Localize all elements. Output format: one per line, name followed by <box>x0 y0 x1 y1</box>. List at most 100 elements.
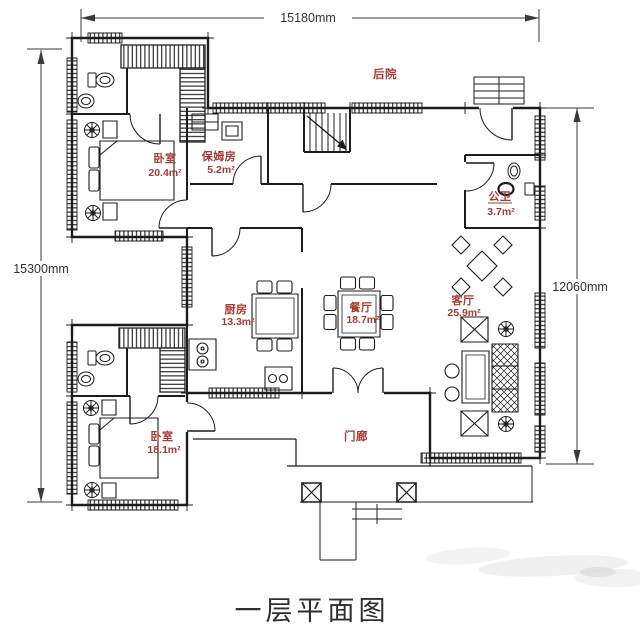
plant-icon <box>83 481 101 499</box>
door <box>233 156 261 184</box>
room-label-porch: 门廊 <box>344 429 368 443</box>
sofa <box>492 344 518 412</box>
door <box>130 114 160 144</box>
stairs <box>307 113 347 152</box>
window-icon <box>88 500 178 510</box>
back-door <box>480 108 512 140</box>
room-area-living: 25.9m² <box>447 307 481 319</box>
plant-icon <box>497 320 515 338</box>
stool <box>445 364 459 378</box>
room-area-nanny: 5.2m² <box>207 164 235 176</box>
arrow-down-icon <box>573 450 581 464</box>
chair <box>341 338 356 350</box>
arrow-left-icon <box>81 14 95 22</box>
tick-marks <box>66 32 546 511</box>
chair <box>452 278 470 296</box>
nanny-room-furniture <box>192 114 242 140</box>
window-icon <box>182 247 192 307</box>
kitchen-fixtures <box>189 281 298 390</box>
window-icon <box>67 120 77 230</box>
window-icon <box>67 402 77 494</box>
chair <box>341 277 356 289</box>
arrow-up-icon <box>37 50 45 64</box>
coffee-table <box>462 351 489 403</box>
chair <box>257 339 272 351</box>
door <box>212 228 240 256</box>
plant-icon <box>84 204 102 222</box>
chair <box>360 277 375 289</box>
chair <box>494 236 512 254</box>
window-icon <box>535 186 545 220</box>
room-label-kitchen: 厨房 <box>225 302 248 316</box>
dim-top-label: 15180mm <box>280 11 336 25</box>
arrow-down-icon <box>37 488 45 502</box>
room-area-bedroom2: 18.1m² <box>147 444 181 456</box>
room-area-bedroom1: 20.4m² <box>148 167 182 179</box>
doors <box>130 108 512 431</box>
bathroom-fixtures <box>78 73 534 386</box>
window-icon <box>352 103 422 113</box>
chair <box>277 339 292 351</box>
side-table <box>461 411 488 436</box>
double-entry-door <box>333 368 383 393</box>
sink-icon <box>78 94 94 108</box>
room-area-bathroom: 3.7m² <box>487 206 515 218</box>
interior-walls <box>72 68 540 396</box>
arrow-up-icon <box>573 108 581 122</box>
nightstand <box>103 203 117 220</box>
window-icon <box>88 33 122 43</box>
plan-title: 一层平面图 <box>235 596 390 626</box>
chair <box>360 338 375 350</box>
door <box>303 184 331 212</box>
nightstand <box>103 121 117 138</box>
door <box>187 403 215 431</box>
room-label-bedroom2: 卧室 <box>151 429 174 443</box>
plant-icon <box>82 399 100 417</box>
wardrobe <box>121 45 205 68</box>
porch-column <box>302 483 321 502</box>
chair <box>277 281 292 293</box>
door <box>159 200 187 228</box>
round-table-set <box>452 236 512 296</box>
window-icon <box>209 388 279 398</box>
room-label-dining: 餐厅 <box>349 300 373 314</box>
wardrobe <box>180 68 205 142</box>
room-label-nanny: 保姆房 <box>201 149 237 163</box>
sink-icon <box>508 163 520 179</box>
stair-direction-arrow-icon <box>307 116 344 147</box>
window-icon <box>535 426 545 452</box>
room-label-backyard: 后院 <box>373 67 397 81</box>
chair <box>381 315 393 330</box>
toilet-icon <box>88 351 114 365</box>
chair <box>452 236 470 254</box>
dining-set <box>324 277 393 350</box>
dim-left-label: 15300mm <box>13 262 69 276</box>
plant-icon <box>497 415 515 433</box>
chair <box>381 296 393 311</box>
nightstand <box>102 400 116 415</box>
window-icon <box>421 453 521 463</box>
watermark <box>426 547 640 587</box>
window-icon <box>115 231 163 241</box>
sink-icon <box>78 372 94 386</box>
chair <box>324 315 336 330</box>
window-icon <box>67 342 77 392</box>
room-label-bedroom1: 卧室 <box>154 151 177 165</box>
porch-column <box>397 483 416 502</box>
dim-right-label: 12060mm <box>552 280 608 294</box>
bed <box>82 399 159 499</box>
toilet-icon <box>88 73 114 87</box>
living-set <box>445 236 518 436</box>
nightstand <box>102 483 116 498</box>
wardrobe <box>119 328 185 348</box>
room-labels: 后院 卧室 20.4m² 保姆房 5.2m² 公卫 3.7m² 客厅 25.9m… <box>147 67 515 456</box>
wardrobe <box>160 348 185 392</box>
side-table <box>461 317 488 342</box>
windows <box>67 33 545 510</box>
room-area-dining: 18.7m² <box>346 314 380 326</box>
entry-steps <box>320 502 402 560</box>
exterior-steps <box>474 77 524 104</box>
arrow-right-icon <box>525 14 539 22</box>
door <box>130 396 158 424</box>
